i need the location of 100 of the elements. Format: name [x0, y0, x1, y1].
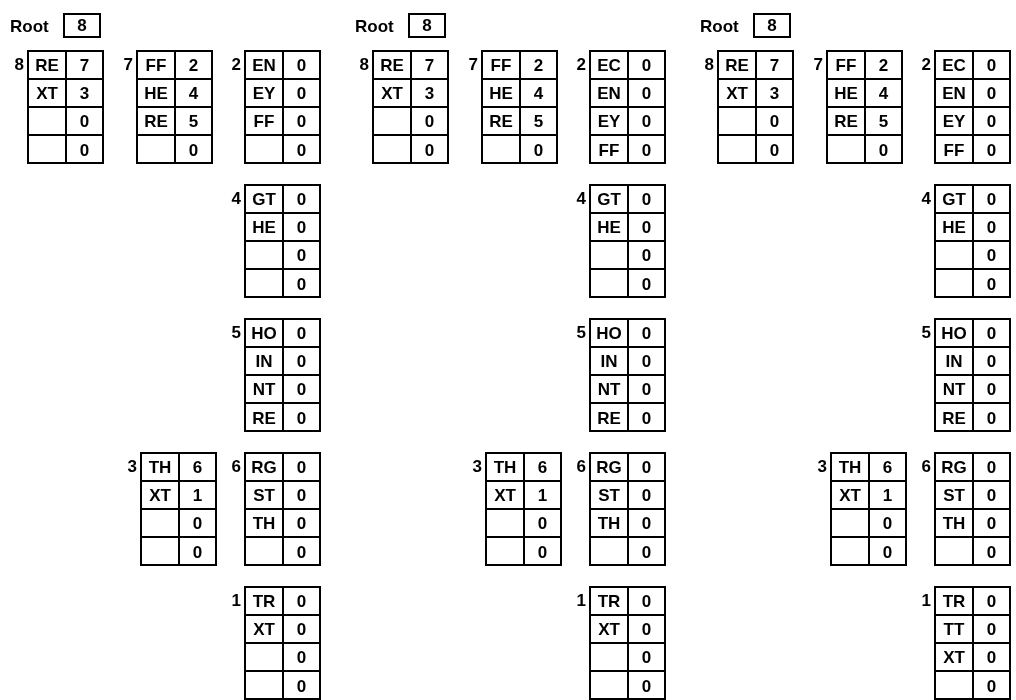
key-cell: RE: [138, 108, 176, 136]
table-block: [136, 50, 213, 164]
key-cell: RG: [591, 454, 629, 482]
count-cell: 0: [284, 270, 319, 298]
count-cell: 0: [974, 482, 1009, 510]
key-cell: EY: [591, 108, 629, 136]
key-cell: NT: [591, 376, 629, 404]
node-number: 3: [471, 458, 482, 475]
key-cell: GT: [246, 186, 284, 214]
empty-cell: [591, 644, 629, 672]
count-cell: 0: [629, 136, 664, 164]
count-cell: 0: [870, 538, 905, 566]
count-cell: 3: [67, 80, 102, 108]
count-cell: 0: [629, 538, 664, 566]
key-cell: ST: [591, 482, 629, 510]
key-cell: RG: [936, 454, 974, 482]
count-cell: 0: [284, 320, 319, 348]
root-box: 8: [753, 13, 791, 38]
key-cell: HO: [936, 320, 974, 348]
count-cell: 0: [629, 482, 664, 510]
table-block: [589, 50, 666, 164]
node-number: 1: [575, 592, 586, 609]
key-cell: FF: [936, 136, 974, 164]
count-cell: 7: [757, 52, 792, 80]
count-cell: 0: [629, 404, 664, 432]
key-cell: HE: [246, 214, 284, 242]
key-cell: TH: [832, 454, 870, 482]
count-cell: 0: [974, 320, 1009, 348]
count-cell: 7: [412, 52, 447, 80]
count-cell: 0: [629, 510, 664, 538]
key-cell: EY: [246, 80, 284, 108]
table-block: [140, 452, 217, 566]
count-cell: 0: [629, 80, 664, 108]
table-block: [934, 184, 1011, 298]
key-cell: GT: [591, 186, 629, 214]
count-cell: 0: [974, 376, 1009, 404]
key-cell: FF: [828, 52, 866, 80]
key-cell: FF: [138, 52, 176, 80]
key-cell: IN: [246, 348, 284, 376]
node-number: 5: [920, 324, 931, 341]
count-cell: 0: [974, 538, 1009, 566]
count-cell: 0: [974, 616, 1009, 644]
count-cell: 0: [629, 644, 664, 672]
key-cell: XT: [487, 482, 525, 510]
table-block: [717, 50, 794, 164]
key-cell: IN: [591, 348, 629, 376]
count-cell: 0: [974, 136, 1009, 164]
table-block: [244, 452, 321, 566]
count-cell: 0: [284, 404, 319, 432]
root-box: 8: [408, 13, 446, 38]
table-block: [934, 50, 1011, 164]
key-cell: EN: [591, 80, 629, 108]
table-block: [244, 50, 321, 164]
count-cell: 0: [67, 108, 102, 136]
count-cell: 0: [629, 52, 664, 80]
node-number: 6: [920, 458, 931, 475]
count-cell: 0: [284, 616, 319, 644]
count-cell: 1: [870, 482, 905, 510]
key-cell: NT: [246, 376, 284, 404]
count-cell: 0: [629, 108, 664, 136]
key-cell: TH: [487, 454, 525, 482]
key-cell: EC: [591, 52, 629, 80]
count-cell: 0: [974, 672, 1009, 700]
empty-cell: [374, 108, 412, 136]
count-cell: 4: [176, 80, 211, 108]
count-cell: 0: [629, 270, 664, 298]
count-cell: 0: [284, 376, 319, 404]
key-cell: XT: [591, 616, 629, 644]
count-cell: 0: [284, 588, 319, 616]
count-cell: 0: [284, 242, 319, 270]
table-block: [244, 184, 321, 298]
count-cell: 0: [870, 510, 905, 538]
count-cell: 0: [284, 186, 319, 214]
count-cell: 0: [284, 538, 319, 566]
key-cell: RE: [483, 108, 521, 136]
empty-cell: [142, 510, 180, 538]
key-cell: RE: [591, 404, 629, 432]
key-cell: TR: [936, 588, 974, 616]
count-cell: 4: [866, 80, 901, 108]
key-cell: XT: [374, 80, 412, 108]
empty-cell: [591, 242, 629, 270]
key-cell: EN: [936, 80, 974, 108]
count-cell: 0: [974, 108, 1009, 136]
count-cell: 0: [629, 348, 664, 376]
count-cell: 6: [870, 454, 905, 482]
count-cell: 5: [521, 108, 556, 136]
node-number: 5: [575, 324, 586, 341]
count-cell: 0: [974, 644, 1009, 672]
empty-cell: [487, 510, 525, 538]
empty-cell: [832, 510, 870, 538]
table-block: [589, 184, 666, 298]
table-block: [830, 452, 907, 566]
count-cell: 0: [629, 186, 664, 214]
node-number: 6: [230, 458, 241, 475]
key-cell: RE: [719, 52, 757, 80]
node-number: 5: [230, 324, 241, 341]
count-cell: 0: [974, 588, 1009, 616]
table-block: [244, 318, 321, 432]
count-cell: 4: [521, 80, 556, 108]
table-block: [481, 50, 558, 164]
